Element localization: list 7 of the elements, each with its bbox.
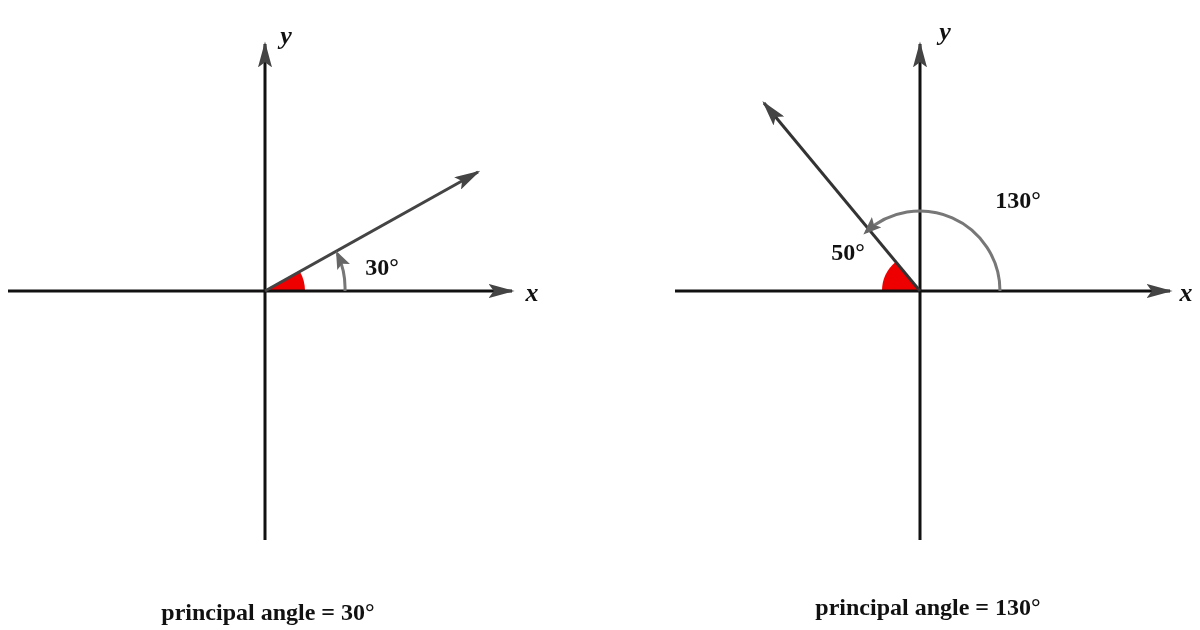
axis-label: x: [1179, 280, 1193, 306]
caption-text: principal angle = 130°: [815, 595, 1041, 619]
axis-label: x: [525, 280, 539, 306]
angle-label: 50°: [831, 240, 865, 264]
angle-label: 30°: [365, 255, 399, 279]
angle-label: 130°: [995, 188, 1041, 212]
caption-text: principal angle = 30°: [161, 600, 375, 624]
